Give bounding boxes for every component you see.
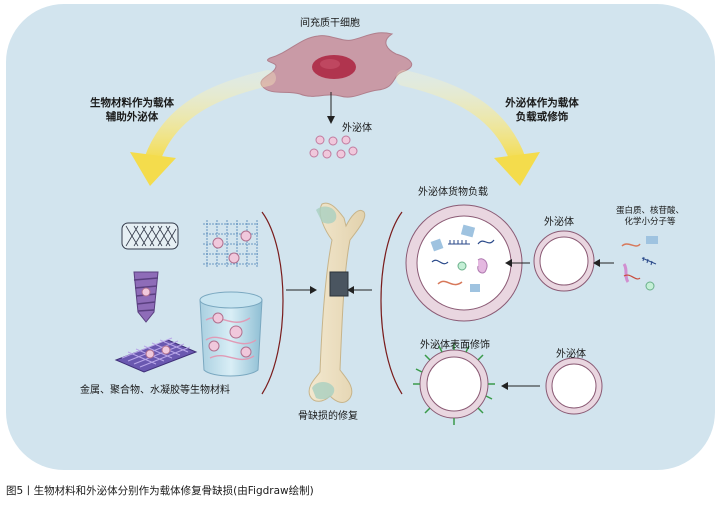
surface-modification-label: 外泌体表面修饰 (420, 340, 490, 351)
stem-cell-label: 间充质干细胞 (300, 18, 360, 29)
cargo-exosome-icon (405, 204, 523, 322)
cargo-loading-label: 外泌体货物负载 (418, 187, 488, 198)
figure-caption: 图5丨生物材料和外泌体分别作为载体修复骨缺损(由Figdraw绘制) (6, 485, 314, 497)
bone-icon (308, 202, 366, 403)
molecules-icon (621, 236, 658, 291)
molecules-label-line1: 蛋白质、核苷酸、 (616, 206, 685, 216)
bone-repair-label: 骨缺损的修复 (298, 411, 358, 422)
stem-cell-icon (260, 32, 413, 98)
empty-exosome-icon-2 (545, 357, 603, 415)
exosome-dots (309, 135, 358, 159)
right-bracket (380, 211, 403, 395)
screw-implant-icon (133, 271, 159, 323)
left-branch-title-line2: 辅助外泌体 (105, 111, 159, 123)
left-bracket (261, 211, 284, 395)
left-branch-title: 生物材料作为载体 辅助外泌体 (70, 96, 194, 124)
right-branch-title-line2: 负载或修饰 (515, 111, 569, 123)
polymer-network-icon (203, 220, 258, 268)
left-curved-arrow (130, 70, 276, 186)
empty-exosome-icon-1 (533, 230, 595, 292)
right-curved-arrow (396, 70, 540, 186)
exosome-label-top: 外泌体 (342, 123, 372, 134)
molecules-label: 蛋白质、核苷酸、 化学小分子等 (616, 206, 684, 228)
right-branch-title: 外泌体作为载体 负载或修饰 (480, 96, 604, 124)
surface-modified-exosome-icon (413, 343, 495, 425)
metal-mesh-icon (121, 222, 179, 250)
molecules-label-line2: 化学小分子等 (624, 217, 676, 227)
left-branch-title-line1: 生物材料作为载体 (90, 97, 174, 109)
right-branch-title-line1: 外泌体作为载体 (505, 97, 579, 109)
exosome-label-right-1: 外泌体 (544, 217, 574, 228)
exosome-label-right-2: 外泌体 (556, 349, 586, 360)
scaffold-grid-icon (114, 337, 198, 373)
biomaterials-label: 金属、聚合物、水凝胶等生物材料 (80, 385, 230, 396)
hydrogel-cylinder-icon (199, 291, 263, 377)
